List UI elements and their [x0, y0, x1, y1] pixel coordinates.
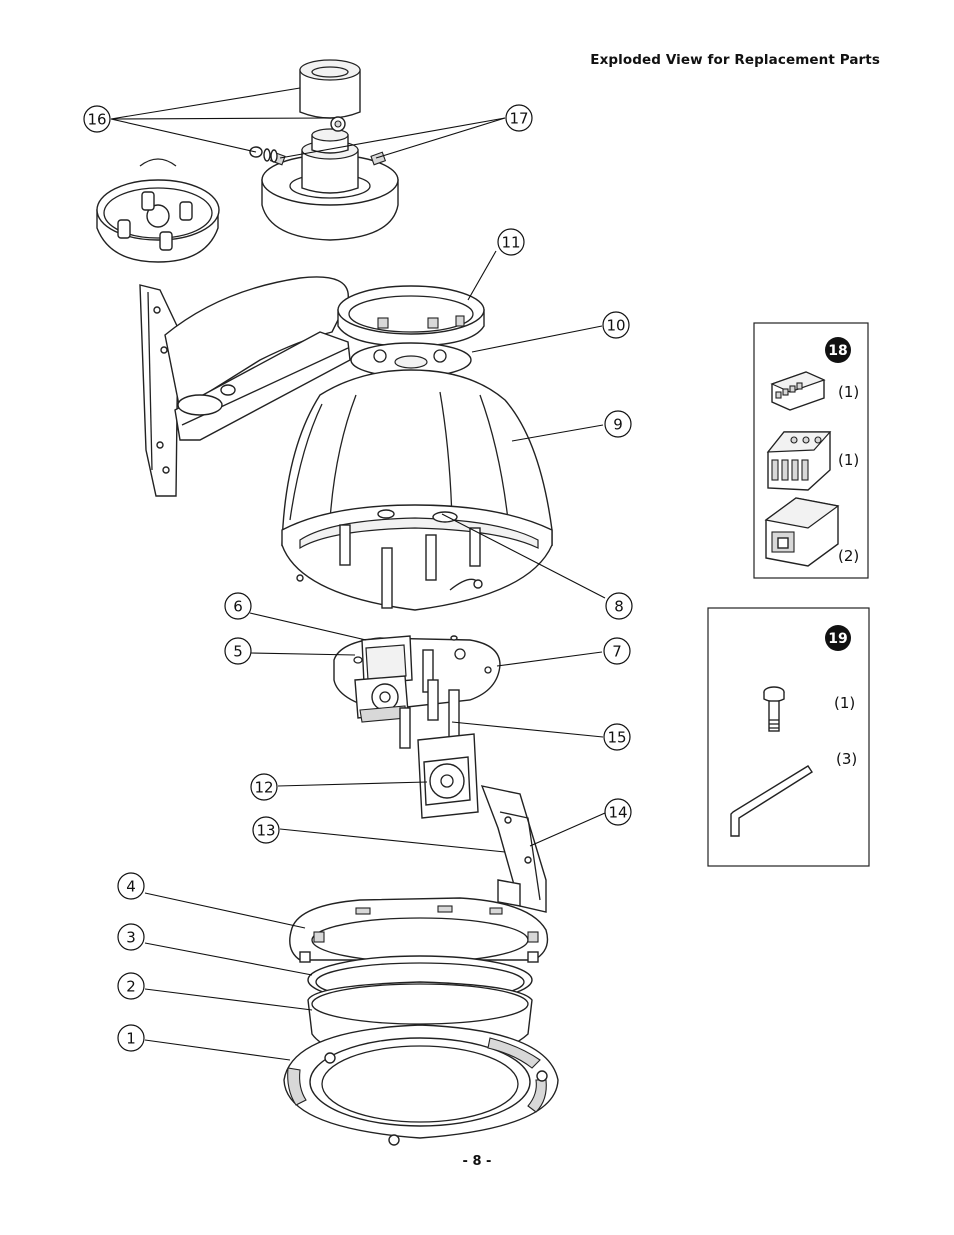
callout-3: 3 [117, 923, 145, 951]
callout-14: 14 [604, 798, 632, 826]
svg-text:8: 8 [614, 598, 624, 616]
svg-text:12: 12 [254, 779, 273, 797]
housing-dome [281, 369, 553, 611]
callout-13: 13 [252, 816, 280, 844]
kit-19-qty-1: (1) [834, 694, 855, 712]
svg-text:6: 6 [233, 598, 243, 616]
fan-bracket-assembly [417, 733, 547, 913]
trim-ring [283, 1024, 559, 1146]
svg-text:1: 1 [126, 1030, 136, 1048]
main-pcb-assembly [333, 635, 501, 749]
page-title: Exploded View for Replacement Parts [590, 52, 880, 68]
callout-17: 17 [505, 104, 533, 132]
mounting-ring [289, 897, 549, 963]
kit-19-number: 19 [828, 631, 847, 647]
kit-18-box: 18 (1) (1) [753, 322, 869, 579]
large-terminal-block-icon [766, 431, 832, 491]
kit-18-badge [825, 337, 851, 363]
hex-key-icon [730, 765, 813, 837]
svg-text:13: 13 [256, 822, 275, 840]
callout-2: 2 [117, 972, 145, 1000]
mounting-plate [96, 158, 220, 263]
callout-12: 12 [250, 773, 278, 801]
gasket [350, 342, 472, 378]
callout-6: 6 [224, 592, 252, 620]
wall-mount-bracket [139, 276, 351, 497]
kit-19-qty-2: (3) [836, 750, 857, 768]
callout-4: 4 [117, 872, 145, 900]
svg-text:11: 11 [501, 234, 520, 252]
svg-text:7: 7 [612, 643, 622, 661]
screw-icon [763, 686, 785, 732]
svg-text:4: 4 [126, 878, 136, 896]
callout-5: 5 [224, 637, 252, 665]
svg-text:3: 3 [126, 929, 136, 947]
svg-text:2: 2 [126, 978, 136, 996]
svg-text:17: 17 [509, 110, 528, 128]
kit-19-box: 19 (1) (3) [707, 607, 870, 867]
callout-1: 1 [117, 1024, 145, 1052]
callout-16: 16 [83, 105, 111, 133]
callout-7: 7 [603, 637, 631, 665]
svg-text:15: 15 [607, 729, 626, 747]
callout-15: 15 [603, 723, 631, 751]
kit-18-qty-3: (2) [838, 547, 859, 565]
ceiling-mount-adapter [249, 59, 399, 241]
callout-9: 9 [604, 410, 632, 438]
svg-text:14: 14 [608, 804, 627, 822]
leader-lines [110, 87, 606, 1061]
mount-ring [337, 285, 485, 347]
kit-19-badge [825, 625, 851, 651]
callout-11: 11 [497, 228, 525, 256]
svg-text:5: 5 [233, 643, 243, 661]
svg-text:9: 9 [613, 416, 623, 434]
terminal-block-connector-icon [770, 371, 826, 411]
callout-8: 8 [605, 592, 633, 620]
kit-18-qty-2: (1) [838, 451, 859, 469]
svg-text:10: 10 [606, 317, 625, 335]
callout-10: 10 [602, 311, 630, 339]
kit-18-qty-1: (1) [838, 383, 859, 401]
rj45-coupler-icon [764, 497, 840, 567]
page-number: - 8 - [462, 1154, 492, 1169]
svg-text:16: 16 [87, 111, 106, 129]
kit-18-number: 18 [828, 343, 847, 359]
